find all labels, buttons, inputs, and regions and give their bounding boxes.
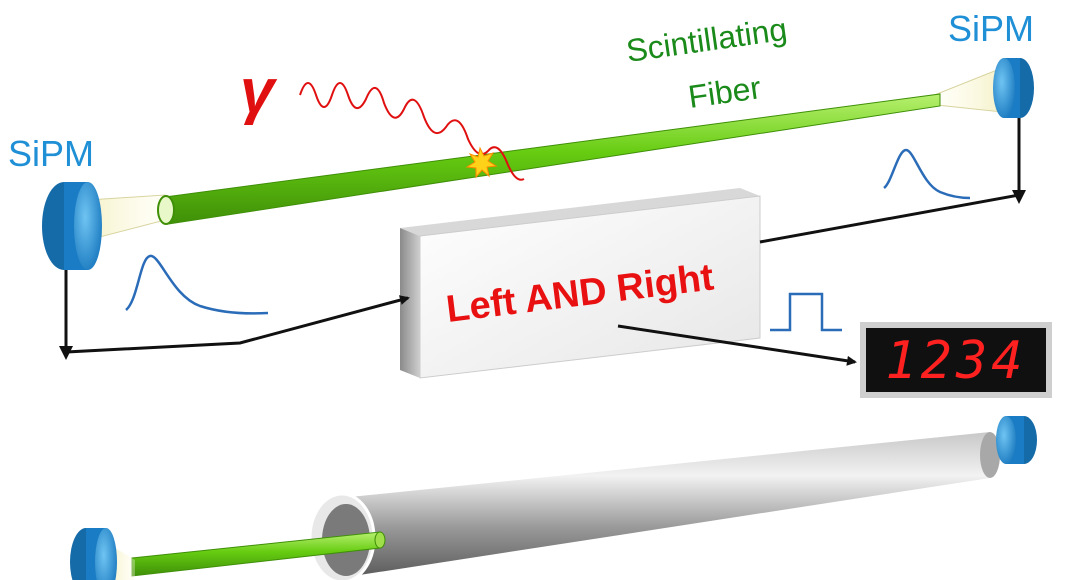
left-pulse-shape [125, 254, 269, 315]
lower-sipm-left [70, 528, 117, 580]
shielding-tube [308, 432, 1000, 580]
left-wire-arrowhead [59, 346, 73, 360]
scintillating-fiber [164, 93, 941, 225]
left-signal-wire [64, 270, 410, 354]
output-signal-wire [617, 324, 857, 366]
lower-fiber-end [374, 531, 386, 549]
counter-display [860, 322, 1052, 398]
fiber-end-left [157, 195, 175, 225]
fiber-label-line1: Scintillating [624, 11, 789, 69]
sipm-right-detector [993, 58, 1034, 118]
sipm-left-detector [42, 182, 102, 270]
logic-pulse-shape [770, 292, 842, 332]
right-light-cone [936, 67, 1003, 113]
right-wire-arrowhead [1012, 190, 1026, 204]
interaction-flash [465, 146, 498, 179]
right-pulse-shape [883, 148, 971, 200]
sipm-left-label: SiPM [8, 133, 94, 174]
counter-value: 1234 [885, 331, 1026, 391]
fiber-label-line2: Fiber [686, 69, 764, 115]
lower-sipm-right [996, 416, 1037, 464]
gamma-symbol: γ [240, 57, 278, 126]
coincidence-logic-box [400, 188, 761, 379]
gamma-wave [299, 82, 525, 181]
sipm-right-label: SiPM [948, 8, 1034, 49]
